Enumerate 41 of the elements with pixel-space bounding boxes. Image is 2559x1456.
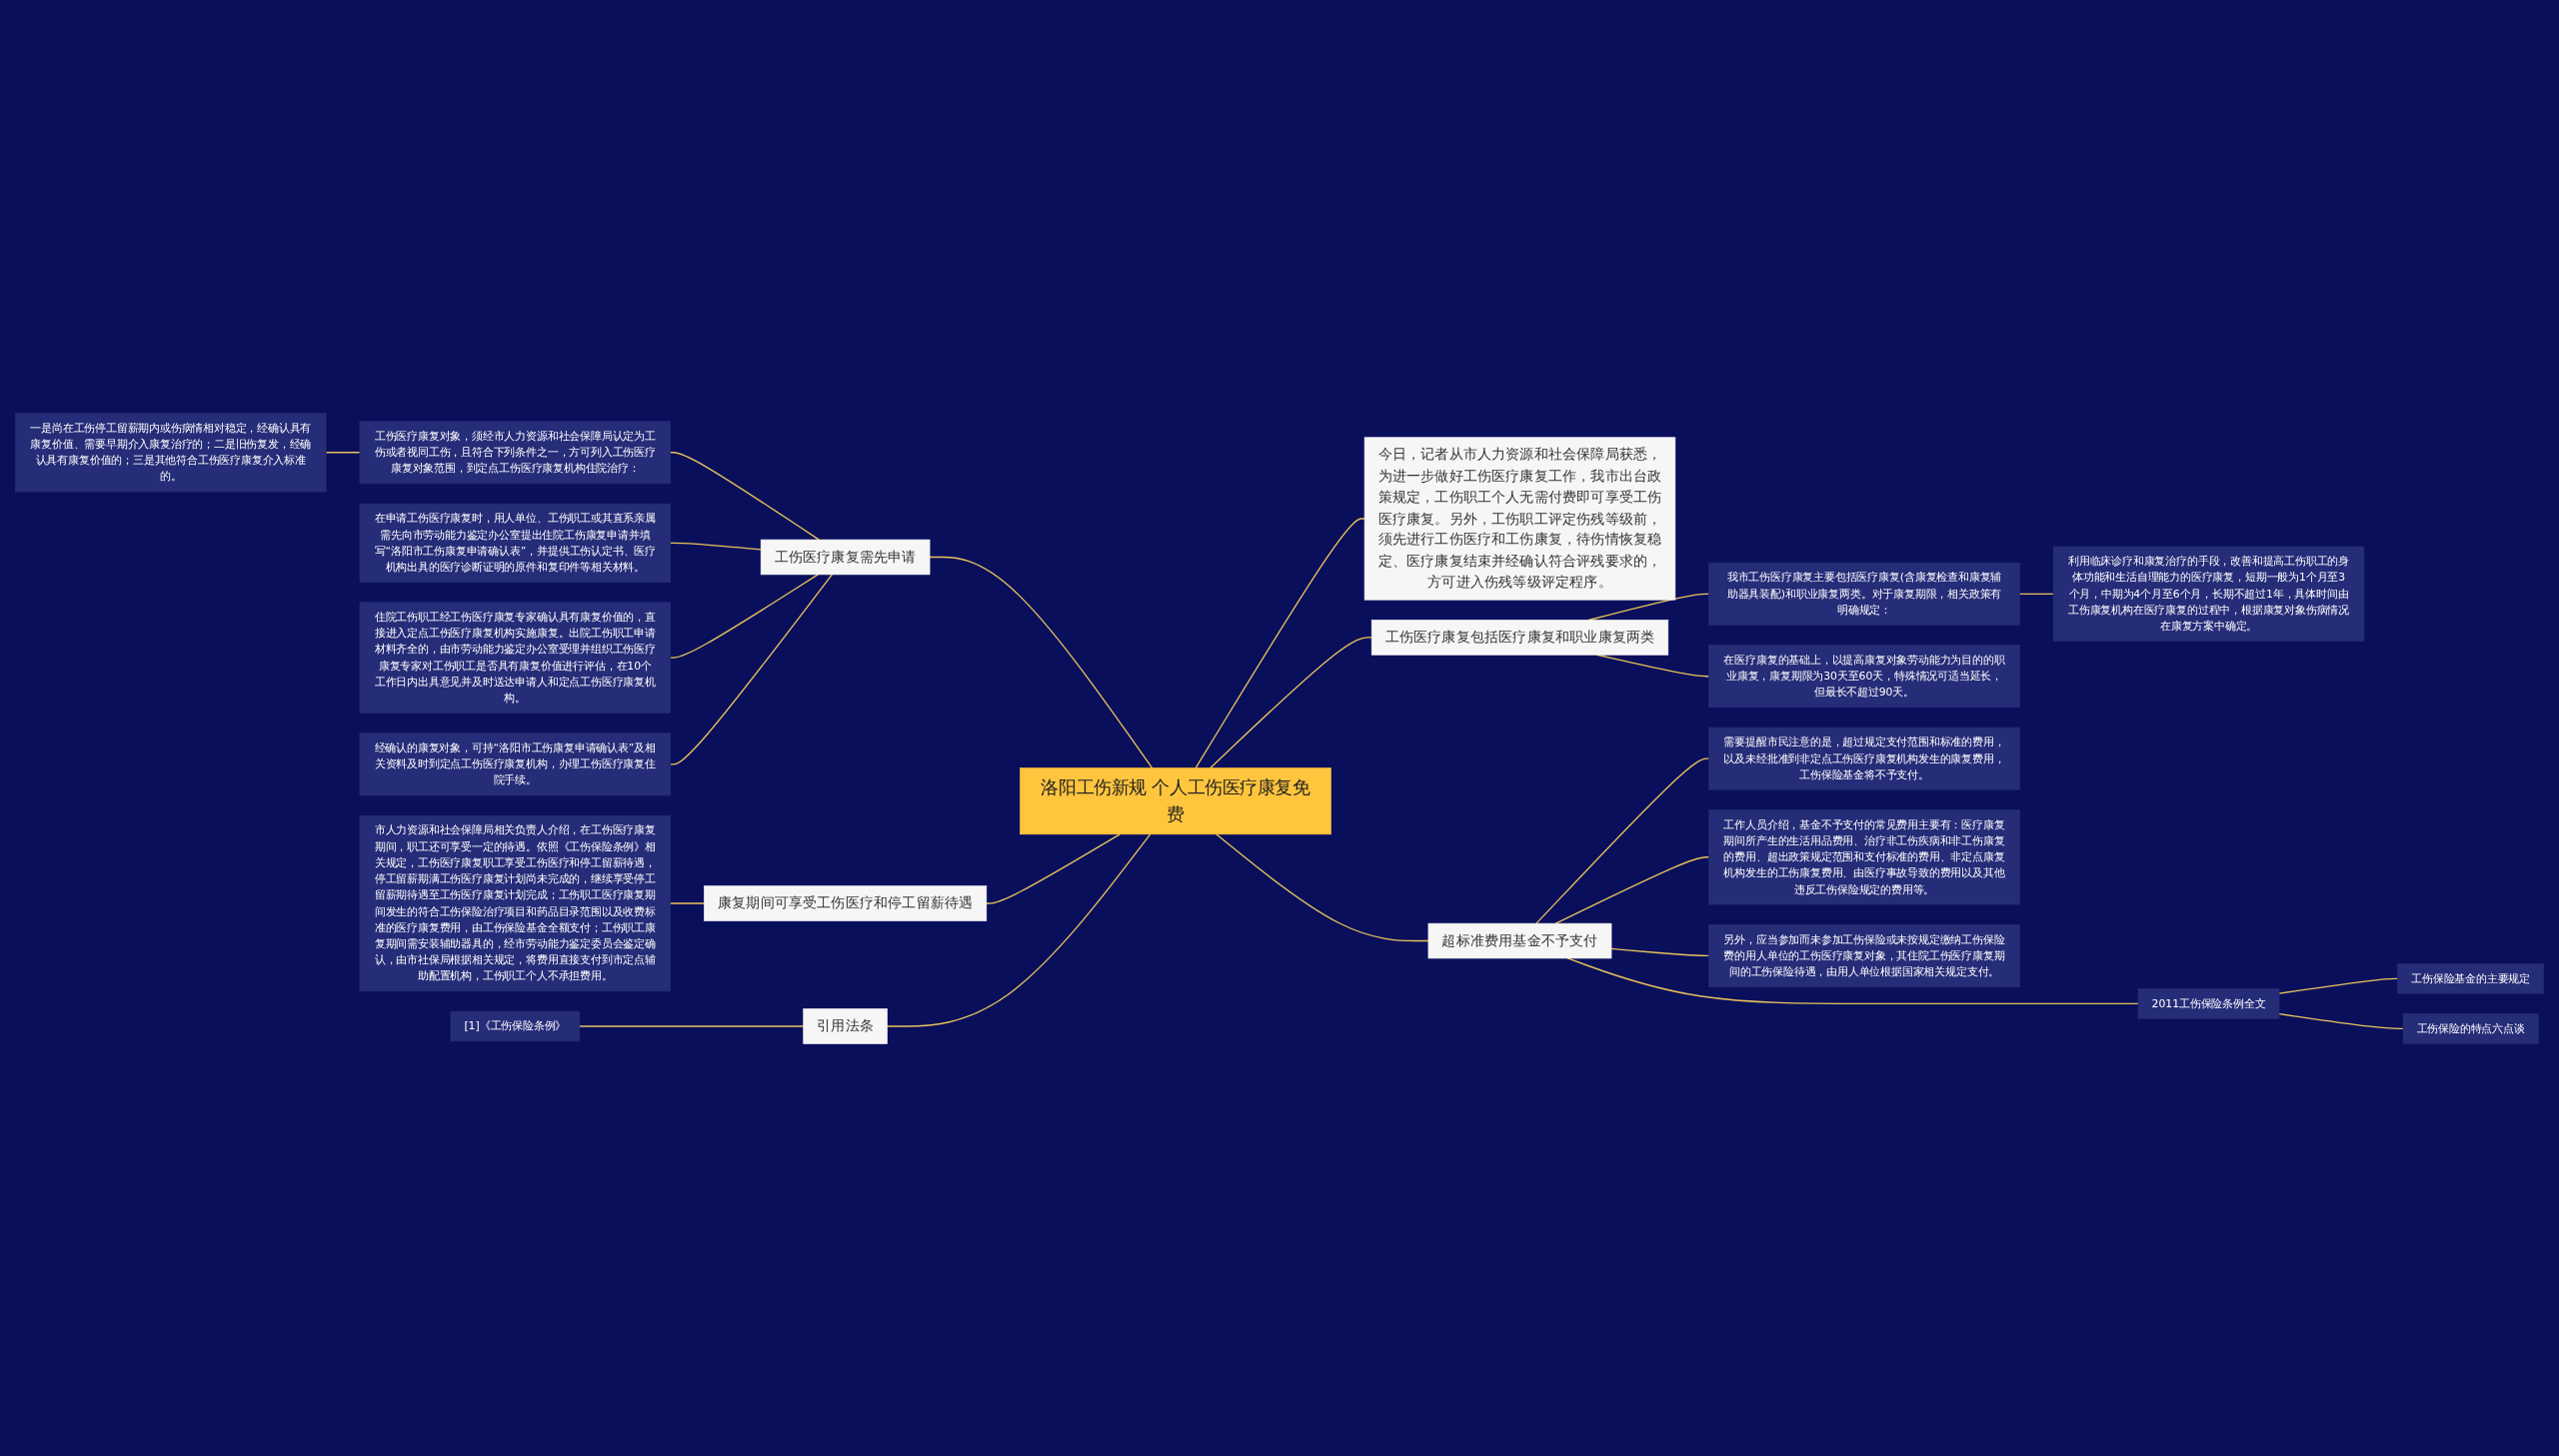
node-box: 在申请工伤医疗康复时，用人单位、工伤职工或其直系亲属需先向市劳动能力鉴定办公室提出住院工伤康复申请并填写“洛阳市工伤康复申请确认表”，并提供工伤认定书、医疗机构出具的医疗诊断证明的原件和复印件等相关材料。 [359, 503, 671, 583]
connector [325, 451, 361, 453]
connector [2018, 593, 2054, 595]
node-box: 工作人员介绍，基金不予支付的常见费用主要有：医疗康复期间所产生的生活用品费用、治疗非工伤疾病和非工伤康复的费用、超出政策规定范围和支付标准的费用、非定点康复机构发生的工伤康复费用、由医疗事故导致的费用以及其他违反工伤保险规定的费用等。 [1708, 808, 2020, 904]
connector [670, 573, 819, 659]
node-box: 康复期间可享受工伤医疗和停工留薪待遇 [704, 884, 988, 921]
connector [986, 832, 1121, 904]
node-box: 工伤医疗康复包括医疗康复和职业康复两类 [1370, 619, 1669, 656]
node-box: 2011工伤保险条例全文 [2137, 987, 2280, 1019]
connector [1210, 636, 1372, 768]
node-box: 引用法条 [803, 1007, 888, 1044]
connector [579, 1024, 805, 1027]
connector [1610, 947, 1710, 956]
node-box: 今日，记者从市人力资源和社会保障局获悉，为进一步做好工伤医疗康复工作，我市出台政策规定，工伤职工个人无需付费即可享受工伤医疗康复。另外，工伤职工评定伤残等级前，须先进行工伤医疗和工伤康复，待伤情恢复稳定、医疗康复结束并经确认符合评残要求的，方可进入伤残等级评定程序。 [1363, 436, 1676, 601]
connector [670, 901, 706, 904]
node-box: 需要提醒市民注意的是，超过规定支付范围和标准的费用，以及未经批准到非定点工伤医疗康复机构发生的康复费用，工伤保险基金将不予支付。 [1708, 727, 2020, 790]
node-box: [1]《工伤保险条例》 [450, 1010, 581, 1041]
connector [670, 451, 821, 541]
node-box: 另外，应当参加而未参加工伤保险或未按规定缴纳工伤保险费的用人单位的工伤医疗康复对象，其住院工伤医疗康复期间的工伤保险待遇，由用人单位根据国家相关规定支付。 [1708, 923, 2020, 987]
node-box: 在医疗康复的基础上，以提高康复对象劳动能力为目的的职业康复，康复期限为30天至60天，特殊情况可适当延长，但最长不超过90天。 [1708, 644, 2020, 708]
connector [929, 556, 1154, 768]
node-box: 超标准费用基金不予支付 [1427, 922, 1612, 958]
node-box: 工伤保险基金的主要规定 [2397, 962, 2544, 994]
node-box: 工伤医疗康复需先申请 [760, 539, 931, 575]
node-box: 洛阳工伤新规 个人工伤医疗康复免费 [1020, 766, 1331, 834]
node-box: 经确认的康复对象，可持“洛阳市工伤康复申请确认表”及相关资料及时到定点工伤医疗康复机构，办理工伤医疗康复住院手续。 [359, 731, 671, 795]
connector [1535, 756, 1710, 924]
node-box: 我市工伤医疗康复主要包括医疗康复(含康复检查和康复辅助器具装配)和职业康复两类。对于康复期限，相关政策有明确规定： [1708, 562, 2020, 626]
node-box: 工伤保险的特点六点谈 [2402, 1012, 2539, 1044]
node-box: 工伤医疗康复对象，须经市人力资源和社会保障局认定为工伤或者视同工伤，且符合下列条件之一，方可列入工伤医疗康复对象范围，到定点工伤医疗康复机构住院治疗： [359, 420, 671, 484]
connector [670, 542, 762, 551]
connector [1195, 517, 1365, 768]
connector [886, 832, 1152, 1027]
node-box: 住院工伤职工经工伤医疗康复专家确认具有康复价值的，直接进入定点工伤医疗康复机构实施康复。出院工伤职工申请材料齐全的，由市劳动能力鉴定办公室受理并组织工伤医疗康复专家对工伤职工是否具有康复价值进行评估，在10个工作日内出具意见并及时送达申请人和定点工伤医疗康复机构。 [359, 601, 671, 714]
connector [670, 573, 834, 765]
node-box: 一是尚在工伤停工留薪期内或伤病情相对稳定，经确认具有康复价值、需要早期介入康复治疗的；二是旧伤复发，经确认具有康复价值的；三是其他符合工伤医疗康复介入标准的。 [15, 412, 327, 492]
connector [1216, 832, 1429, 941]
connector [2278, 1012, 2404, 1029]
connector [2278, 977, 2399, 994]
node-box: 利用临床诊疗和康复治疗的手段，改善和提高工伤职工的身体功能和生活自理能力的医疗康复，短期一般为1个月至3个月，中期为4个月至6个月，长期不超过1年，具体时间由工伤康复机构在医疗康复的过程中，根据康复对象伤病情况在康复方案中确定。 [2052, 546, 2365, 642]
node-box: 市人力资源和社会保障局相关负责人介绍，在工伤医疗康复期间，职工还可享受一定的待遇。依照《工伤保险条例》相关规定，工伤医疗康复职工享受工伤医疗和停工留薪待遇，停工留薪期满工伤医疗康复计划尚未完成的，继续享受停工留薪期待遇至工伤医疗康复计划完成；工伤职工医疗康复期间发生的符合工伤保险治疗项目和药品目录范围以及收费标准的医疗康复费用，由工伤保险基金全额支付；工伤职工康复期间需安装辅助器具的，经市劳动能力鉴定委员会鉴定确认，由市社保局根据相关规定，将费用直接支付到市定点辅助配置机构，工伤职工个人不承担费用。 [359, 814, 671, 991]
